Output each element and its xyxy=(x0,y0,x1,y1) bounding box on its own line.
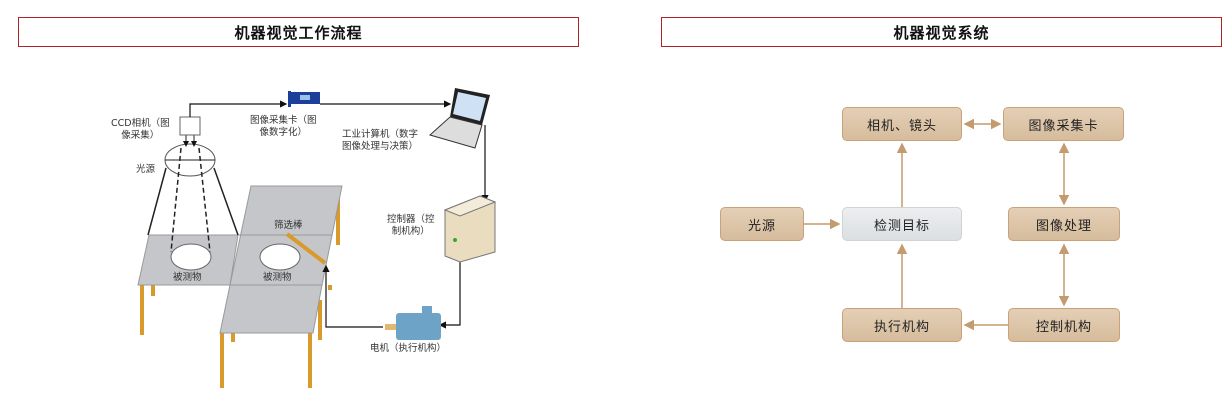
object-2 xyxy=(259,243,301,271)
left-title: 机器视觉工作流程 xyxy=(18,17,579,47)
pc-label: 工业计算机（数字图像处理与决策） xyxy=(342,129,419,152)
box-image-processing: 图像处理 xyxy=(1008,207,1120,241)
object-1 xyxy=(170,243,212,271)
box-inspection-target: 检测目标 xyxy=(842,207,962,241)
table-legs xyxy=(140,190,340,388)
controller-label: 控制器（控制机构） xyxy=(387,214,435,237)
controller-server-icon xyxy=(443,195,497,263)
laptop-icon xyxy=(428,88,490,149)
light-label: 光源 xyxy=(136,164,156,175)
box-camera-lens: 相机、镜头 xyxy=(842,107,962,141)
capture-card-icon xyxy=(288,91,320,107)
motor-icon xyxy=(385,306,441,340)
table-2-lower xyxy=(219,284,323,334)
card-label: 图像采集卡（图像数字化） xyxy=(250,115,317,138)
right-title: 机器视觉系统 xyxy=(661,17,1222,47)
rod-label: 筛选棒 xyxy=(274,220,303,231)
ccd-label: CCD相机（图像采集） xyxy=(111,118,170,141)
object-1-label: 被测物 xyxy=(173,272,202,283)
ccd-camera-icon xyxy=(179,116,201,136)
motor-label: 电机（执行机构） xyxy=(370,343,447,354)
box-capture-card: 图像采集卡 xyxy=(1003,107,1124,141)
object-2-label: 被测物 xyxy=(263,272,292,283)
box-light-source: 光源 xyxy=(720,207,804,241)
box-actuator: 执行机构 xyxy=(842,308,962,342)
screening-rod xyxy=(285,232,327,265)
box-control: 控制机构 xyxy=(1008,308,1120,342)
